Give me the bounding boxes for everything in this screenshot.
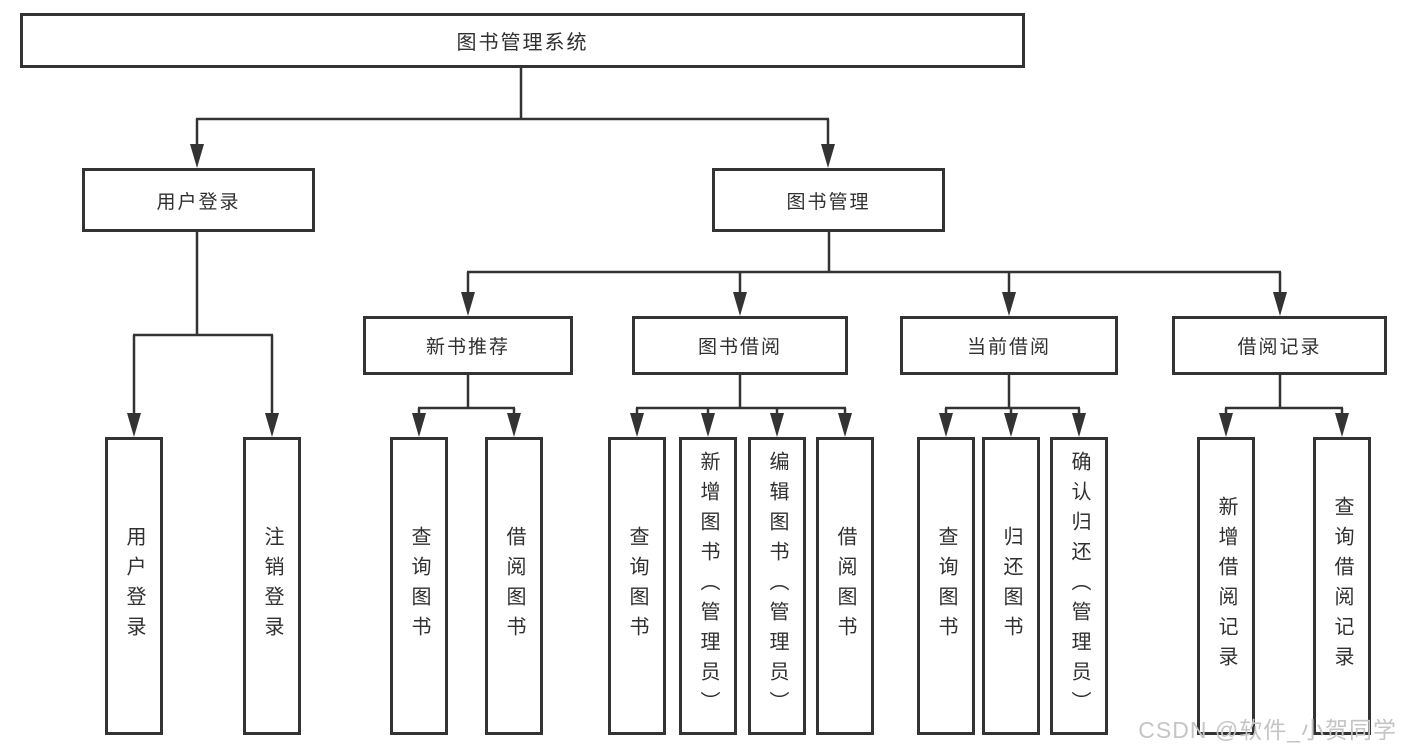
node-root-label: 图书管理系统 — [456, 32, 589, 54]
connector-root-to-level2 — [190, 68, 835, 168]
leaf-user-login-label: 用户登录 — [123, 526, 145, 646]
arrowhead — [733, 292, 747, 316]
arrowhead — [939, 413, 953, 437]
node-borrow-records: 借阅记录 — [1172, 316, 1387, 375]
leaf-add-book-admin-label: 新增图书（管理员） — [697, 451, 719, 721]
node-new-book-recommend-label: 新书推荐 — [425, 337, 510, 358]
leaf-query-books-current: 查询图书 — [917, 437, 975, 735]
connector-borrow-records-children — [1219, 375, 1349, 437]
leaf-query-books-borrow: 查询图书 — [608, 437, 666, 735]
leaf-borrow-books-2-label: 借阅图书 — [834, 526, 856, 646]
leaf-edit-book-admin: 编辑图书（管理员） — [748, 437, 806, 735]
node-user-login-label: 用户登录 — [156, 191, 241, 213]
leaf-edit-book-admin-label: 编辑图书（管理员） — [766, 451, 788, 721]
node-new-book-recommend: 新书推荐 — [363, 316, 573, 375]
arrowhead — [190, 144, 204, 168]
leaf-query-books-current-label: 查询图书 — [935, 526, 957, 646]
node-user-login: 用户登录 — [82, 168, 315, 232]
node-book-borrow: 图书借阅 — [632, 316, 848, 375]
leaf-borrow-books-recommend: 借阅图书 — [485, 437, 543, 735]
arrowhead — [1072, 413, 1086, 437]
connector-new-book-recommend-children — [412, 375, 521, 437]
arrowhead — [630, 413, 644, 437]
connector-book-borrow-children — [630, 375, 852, 437]
node-book-management-label: 图书管理 — [786, 191, 871, 213]
arrowhead — [1219, 413, 1233, 437]
connector-book-management-to-level3 — [461, 232, 1287, 316]
arrowhead — [1004, 413, 1018, 437]
arrowhead — [701, 413, 715, 437]
arrowhead — [412, 413, 426, 437]
leaf-logout-label: 注销登录 — [261, 526, 283, 646]
leaf-borrow-books-2: 借阅图书 — [816, 437, 874, 735]
leaf-query-borrow-record-label: 查询借阅记录 — [1331, 496, 1353, 676]
leaf-user-login: 用户登录 — [105, 437, 163, 735]
leaf-return-book-label: 归还图书 — [1000, 526, 1022, 646]
arrowhead — [1273, 292, 1287, 316]
leaf-query-borrow-record: 查询借阅记录 — [1313, 437, 1371, 735]
arrowhead — [1335, 413, 1349, 437]
leaf-add-borrow-record: 新增借阅记录 — [1197, 437, 1255, 735]
connector-user-login-children — [127, 232, 279, 437]
node-book-borrow-label: 图书借阅 — [697, 337, 782, 358]
arrowhead — [821, 144, 835, 168]
leaf-confirm-return-admin: 确认归还（管理员） — [1050, 437, 1108, 735]
arrowhead — [770, 413, 784, 437]
leaf-query-books-recommend: 查询图书 — [390, 437, 448, 735]
leaf-borrow-books-recommend-label: 借阅图书 — [503, 526, 525, 646]
leaf-query-books-recommend-label: 查询图书 — [408, 526, 430, 646]
node-current-borrow-label: 当前借阅 — [966, 337, 1051, 358]
leaf-add-book-admin: 新增图书（管理员） — [679, 437, 737, 735]
arrowhead — [265, 413, 279, 437]
node-book-management: 图书管理 — [712, 168, 945, 232]
node-root: 图书管理系统 — [20, 13, 1025, 68]
leaf-confirm-return-admin-label: 确认归还（管理员） — [1068, 451, 1090, 721]
arrowhead — [127, 413, 141, 437]
arrowhead — [1002, 292, 1016, 316]
arrowhead — [507, 413, 521, 437]
arrowhead — [838, 413, 852, 437]
arrowhead — [461, 292, 475, 316]
leaf-logout: 注销登录 — [243, 437, 301, 735]
leaf-add-borrow-record-label: 新增借阅记录 — [1215, 496, 1237, 676]
node-current-borrow: 当前借阅 — [900, 316, 1118, 375]
connector-current-borrow-children — [939, 375, 1086, 437]
leaf-query-books-borrow-label: 查询图书 — [626, 526, 648, 646]
node-borrow-records-label: 借阅记录 — [1237, 337, 1322, 358]
leaf-return-book: 归还图书 — [982, 437, 1040, 735]
